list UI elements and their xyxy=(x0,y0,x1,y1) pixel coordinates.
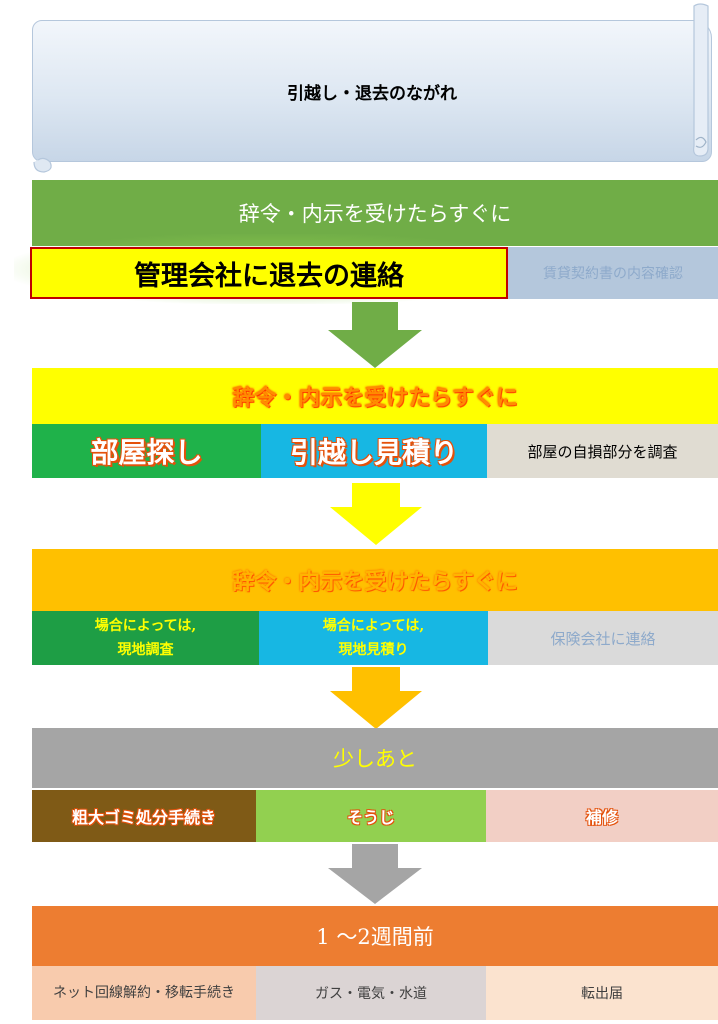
stage-1-cell-1: 管理会社に退去の連絡 xyxy=(30,247,508,299)
stage-2-cell-1: 部屋探し xyxy=(32,424,261,478)
stage-3-header: 辞令・内示を受けたらすぐに xyxy=(32,549,718,611)
stage-3-cell-3: 保険会社に連絡 xyxy=(488,611,718,665)
stage-3-cell-2-text: 場合によっては, 現地見積り xyxy=(322,618,425,658)
stage-5-header-text: 1 ～2週間前 xyxy=(316,925,434,949)
stage-5-cell-3: 転出届 xyxy=(486,966,718,1020)
stage-2-header: 辞令・内示を受けたらすぐに xyxy=(32,368,718,424)
stage-4-cell-2: そうじ xyxy=(256,790,486,842)
stage-3-header-text: 辞令・内示を受けたらすぐに xyxy=(232,570,518,595)
stage-1-header-text: 辞令・内示を受けたらすぐに xyxy=(238,202,512,226)
stage-3-cell-1-text: 場合によっては, 現地調査 xyxy=(94,618,197,658)
arrow-down-3 xyxy=(330,667,422,729)
stage-2-cell-2: 引越し見積り xyxy=(261,424,487,478)
stage-4-cell-3-text: 補修 xyxy=(585,808,618,827)
stage-4-cell-3: 補修 xyxy=(486,790,718,842)
stage-1-cell-1-text: 管理会社に退去の連絡 xyxy=(134,260,404,291)
stage-5-header: 1 ～2週間前 xyxy=(32,906,718,966)
stage-4-header-text: 少しあと xyxy=(333,747,417,771)
stage-5-cell-2-text: ガス・電気・水道 xyxy=(315,986,427,1002)
stage-1-cell-2-text: 賃貸契約書の内容確認 xyxy=(543,266,683,282)
stage-5-cell-2: ガス・電気・水道 xyxy=(256,966,486,1020)
stage-5-cell-1: ネット回線解約・移転手続き xyxy=(32,966,256,1020)
stage-5-cell-1-text: ネット回線解約・移転手続き xyxy=(53,984,235,1001)
stage-2-cell-3: 部屋の自損部分を調査 xyxy=(487,424,718,478)
title-banner: 引越し・退去のながれ xyxy=(32,20,712,162)
arrow-down-4 xyxy=(328,844,422,904)
stage-5-cell-3-text: 転出届 xyxy=(581,986,623,1002)
stage-2-cell-2-text: 引越し見積り xyxy=(289,436,458,469)
stage-2-header-text: 辞令・内示を受けたらすぐに xyxy=(232,386,518,411)
stage-3-cell-2: 場合によっては, 現地見積り xyxy=(259,611,488,665)
stage-4-header: 少しあと xyxy=(32,728,718,788)
page-title: 引越し・退去のながれ xyxy=(287,83,457,104)
stage-4-cell-1: 粗大ゴミ処分手続き xyxy=(32,790,256,842)
stage-4-cell-1-text: 粗大ゴミ処分手続き xyxy=(71,808,216,827)
stage-1-cell-2: 賃貸契約書の内容確認 xyxy=(508,247,718,299)
scroll-curls xyxy=(33,3,709,173)
arrow-down-2 xyxy=(330,483,422,545)
stage-2-cell-3-text: 部屋の自損部分を調査 xyxy=(527,442,678,461)
stage-2-cell-1-text: 部屋探し xyxy=(90,436,203,469)
arrow-down-1 xyxy=(328,302,422,368)
stage-3-cell-3-text: 保険会社に連絡 xyxy=(550,629,656,648)
stage-3-cell-1: 場合によっては, 現地調査 xyxy=(32,611,259,665)
stage-4-cell-2-text: そうじ xyxy=(346,808,395,827)
